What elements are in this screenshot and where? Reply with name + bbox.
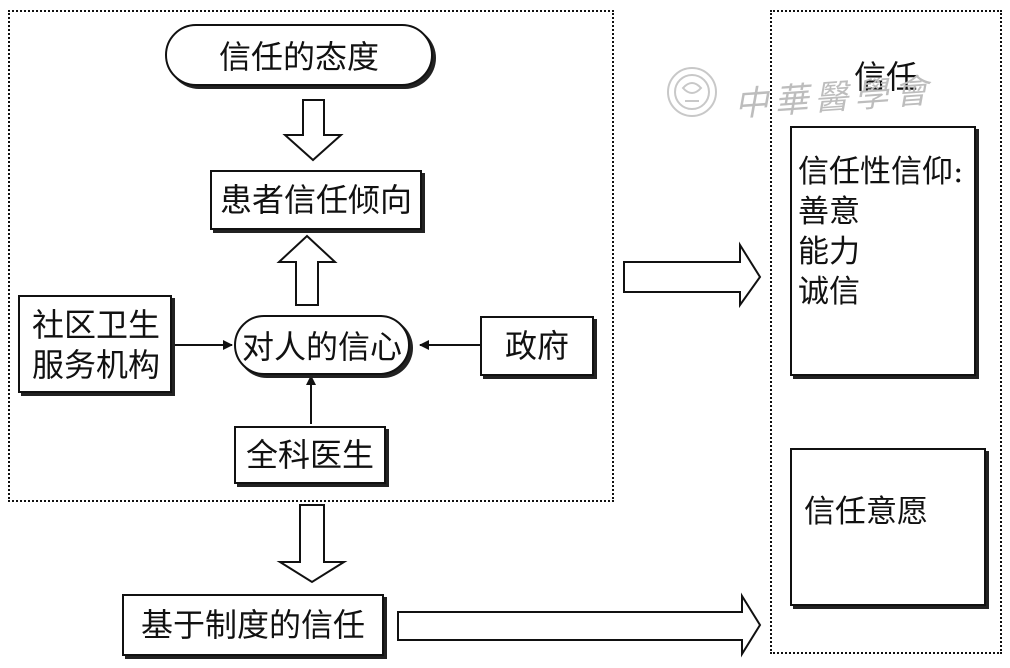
- institutional-trust-node: 基于制度的信任: [122, 594, 384, 656]
- integrity-label: 诚信: [798, 274, 860, 310]
- hollow-arrow-down-2: [276, 504, 348, 584]
- trust-attitude-node: 信任的态度: [165, 24, 433, 86]
- benevolence-label: 善意: [798, 194, 860, 230]
- patient-trust-tendency-node: 患者信任倾向: [210, 170, 422, 230]
- right-panel-frame: [770, 10, 1002, 654]
- trust-title: 信任: [854, 58, 919, 96]
- hollow-arrow-right-1: [623, 241, 762, 309]
- trusting-beliefs-heading: 信任性信仰:: [798, 154, 964, 190]
- trust-intention-box: 信任意愿: [790, 448, 986, 606]
- confidence-in-people-label: 对人的信心: [241, 328, 402, 366]
- trust-attitude-label: 信任的态度: [218, 38, 379, 76]
- confidence-in-people-node: 对人的信心: [234, 315, 410, 375]
- trusting-beliefs-box: 信任性信仰: 善意 能力 诚信: [790, 126, 976, 376]
- institutional-trust-label: 基于制度的信任: [140, 606, 365, 644]
- hollow-arrow-up: [276, 234, 338, 306]
- government-label: 政府: [504, 327, 569, 365]
- trust-intention-label: 信任意愿: [804, 494, 928, 530]
- general-practitioner-node: 全科医生: [234, 426, 386, 484]
- hollow-arrow-right-2: [397, 592, 762, 658]
- community-health-line-1: 社区卫生: [32, 306, 161, 344]
- community-health-service-node: 社区卫生 服务机构: [18, 295, 172, 393]
- general-practitioner-label: 全科医生: [245, 436, 374, 474]
- community-health-line-2: 服务机构: [32, 346, 161, 384]
- patient-trust-tendency-label: 患者信任倾向: [219, 181, 412, 219]
- government-node: 政府: [480, 316, 594, 376]
- competence-label: 能力: [798, 234, 860, 270]
- left-panel-frame: [8, 10, 614, 502]
- hollow-arrow-down-1: [282, 99, 344, 162]
